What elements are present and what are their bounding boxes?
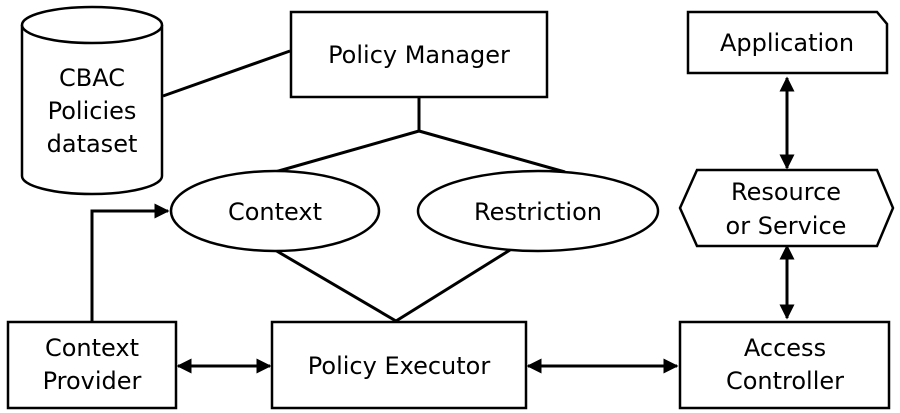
edge-restriction-policy-executor xyxy=(395,248,511,323)
context-provider-label-line-2: Provider xyxy=(43,367,142,395)
edge-context-policy-executor xyxy=(274,248,397,323)
application-label: Application xyxy=(720,29,854,57)
node-resource-or-service: Resource or Service xyxy=(678,168,895,248)
restriction-ellipse xyxy=(416,169,660,253)
node-restriction: Restriction xyxy=(416,169,660,253)
edge-policy-manager-context xyxy=(274,129,420,174)
context-label: Context xyxy=(228,198,322,226)
dataset-label-line-1: CBAC xyxy=(59,64,125,92)
policy-manager-label: Policy Manager xyxy=(328,41,510,69)
policy-executor-box xyxy=(270,320,528,410)
node-application: Application xyxy=(686,10,889,75)
policy-executor-label: Policy Executor xyxy=(308,352,491,380)
node-context: Context xyxy=(169,169,381,253)
dataset-label-line-3: dataset xyxy=(47,130,138,158)
restriction-label: Restriction xyxy=(474,198,602,226)
edge-context-provider-context-arrow xyxy=(90,203,170,322)
context-provider-label-line-1: Context xyxy=(45,334,139,362)
dataset-label-line-2: Policies xyxy=(48,97,137,125)
cylinder-top xyxy=(20,5,164,45)
access-controller-label-line-1: Access xyxy=(744,334,826,362)
context-provider-box xyxy=(6,320,178,410)
access-controller-label-line-2: Controller xyxy=(726,367,844,395)
node-policy-manager: Policy Manager xyxy=(289,10,549,99)
context-ellipse xyxy=(169,169,381,253)
node-access-controller: Access Controller xyxy=(678,320,891,410)
node-cbac-policies-dataset: CBAC Policies dataset xyxy=(20,5,164,196)
node-context-provider: Context Provider xyxy=(6,320,178,410)
edge-dataset-policy-manager xyxy=(162,49,291,98)
edge-policy-manager-restriction xyxy=(418,129,566,174)
access-controller-box xyxy=(678,320,891,410)
resource-label-line-1: Resource xyxy=(731,178,841,206)
resource-label-line-2: or Service xyxy=(726,212,847,240)
policy-manager-box xyxy=(289,10,549,99)
node-policy-executor: Policy Executor xyxy=(270,320,528,410)
connectors xyxy=(90,49,795,374)
application-box xyxy=(686,10,889,75)
cylinder-body xyxy=(20,25,164,196)
resource-hexagon xyxy=(678,168,895,248)
